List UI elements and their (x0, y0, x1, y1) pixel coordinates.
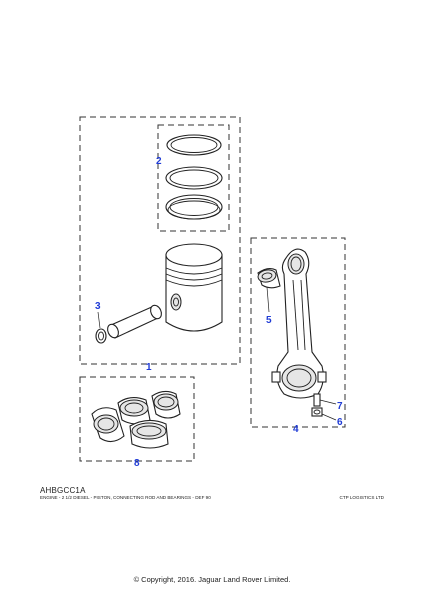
callout-6[interactable]: 6 (337, 417, 343, 428)
figure-code: AHBGCC1A (40, 486, 86, 495)
callout-5[interactable]: 5 (266, 315, 272, 326)
callout-7[interactable]: 7 (337, 401, 343, 412)
big-end-bearings[interactable] (91, 390, 181, 449)
connecting-rod[interactable] (271, 248, 327, 399)
rod-nut[interactable] (311, 407, 323, 417)
small-end-bush[interactable] (257, 267, 281, 289)
callout-6-leader (321, 413, 337, 421)
circlip[interactable] (95, 328, 107, 344)
piston-rings[interactable] (165, 134, 223, 220)
rod-bolt[interactable] (313, 393, 321, 407)
vendor-label: CTP LOGISTICS LTD (339, 495, 385, 500)
piston[interactable] (165, 243, 223, 332)
piston-assembly-box (79, 116, 241, 365)
callout-5-leader (266, 286, 270, 313)
callout-7-leader (319, 399, 337, 405)
callout-2[interactable]: 2 (156, 156, 162, 167)
connecting-rod-box (250, 237, 346, 428)
copyright-notice: © Copyright, 2016. Jaguar Land Rover Lim… (133, 575, 291, 584)
gudgeon-pin[interactable] (106, 304, 164, 340)
callout-3-leader (97, 311, 101, 329)
callout-3[interactable]: 3 (95, 301, 101, 312)
callout-8[interactable]: 8 (134, 458, 140, 469)
piston-rings-box (157, 124, 230, 232)
callout-4[interactable]: 4 (293, 424, 299, 435)
bearings-box (79, 376, 195, 462)
callout-1[interactable]: 1 (146, 362, 152, 373)
figure-caption: ENGINE - 2 1/2 DIESEL - PISTON, CONNECTI… (40, 495, 211, 500)
